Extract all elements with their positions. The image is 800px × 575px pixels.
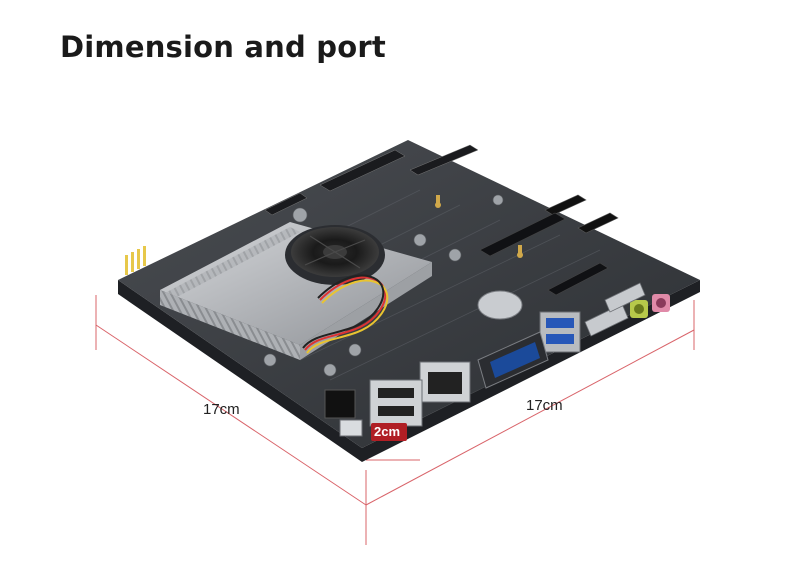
cooling-fan — [285, 225, 385, 285]
ethernet-port — [419, 361, 471, 403]
page-title: Dimension and port — [60, 30, 386, 64]
usb2-ports — [369, 379, 423, 427]
vga-port — [477, 331, 549, 389]
dimension-label-height: 2cm — [374, 424, 401, 439]
audio-jacks — [630, 294, 670, 318]
dimension-label-left: 17cm — [203, 401, 240, 418]
heatsink — [160, 222, 432, 360]
dimension-label-right: 17cm — [526, 397, 563, 414]
height-badge — [371, 423, 407, 441]
usb3-ports — [539, 311, 581, 353]
cmos-battery — [477, 290, 523, 320]
